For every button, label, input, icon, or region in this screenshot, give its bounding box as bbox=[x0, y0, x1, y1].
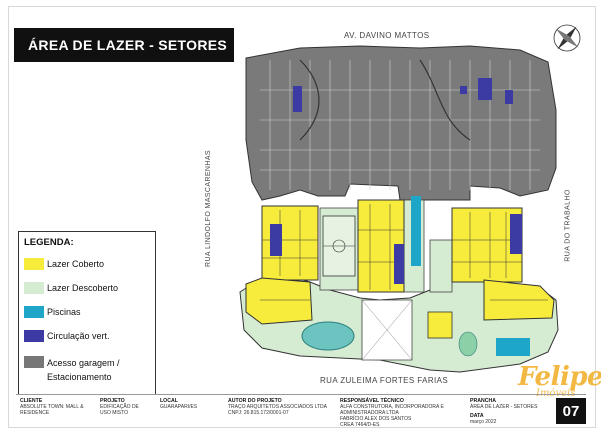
street-right: RUA DO TRABALHO bbox=[564, 189, 572, 262]
legend-item-lazer-coberto: Lazer Coberto bbox=[24, 258, 104, 270]
circulation-block bbox=[478, 78, 492, 100]
tb-prancha: PRANCHA ÁREA DE LAZER - SETORES DATA mar… bbox=[470, 398, 538, 425]
legend-swatch bbox=[24, 258, 44, 270]
legend-item-circulacao: Circulação vert. bbox=[24, 330, 110, 342]
legend-label: Piscinas bbox=[47, 307, 81, 317]
circulation-block bbox=[270, 224, 282, 256]
legend-swatch bbox=[24, 306, 44, 318]
street-bottom: RUA ZULEIMA FORTES FARIAS bbox=[320, 376, 449, 385]
circulation-block bbox=[460, 86, 467, 94]
circulation-block bbox=[293, 86, 302, 112]
lazer-coberto-area bbox=[427, 311, 453, 339]
tb-autor: AUTOR DO PROJETO TRAÇO ARQUITETOS ASSOCI… bbox=[228, 398, 328, 416]
legend-label: Circulação vert. bbox=[47, 331, 110, 341]
legend-swatch bbox=[24, 330, 44, 342]
pool bbox=[301, 321, 355, 351]
watermark-logo: Felipe bbox=[518, 362, 601, 392]
circulation-block bbox=[505, 90, 513, 104]
legend-label: Lazer Descoberto bbox=[47, 283, 119, 293]
pool bbox=[496, 338, 530, 356]
circulation-block bbox=[394, 244, 404, 284]
street-left: RUA LINDOLFO MASCARENHAS bbox=[204, 150, 212, 267]
tb-cliente: CLIENTE ABSOLUTE TOWN: MALL & RESIDENCE bbox=[20, 398, 84, 416]
title-block: CLIENTE ABSOLUTE TOWN: MALL & RESIDENCE … bbox=[16, 394, 586, 429]
legend-item-piscinas: Piscinas bbox=[24, 306, 81, 318]
tb-local: LOCAL GUARAPARI/ES bbox=[160, 398, 198, 410]
lazer-coberto-area bbox=[245, 277, 313, 325]
street-top: AV. DAVINO MATTOS bbox=[344, 31, 430, 40]
tb-responsavel: RESPONSÁVEL TÉCNICO ALFA CONSTRUTORA, IN… bbox=[340, 398, 444, 428]
legend-item-garagem: Acesso garagem / Estacionamento bbox=[24, 356, 147, 384]
circulation-block bbox=[510, 214, 522, 254]
pool bbox=[411, 196, 421, 266]
legend-title: LEGENDA: bbox=[24, 237, 74, 248]
pool bbox=[458, 331, 478, 357]
watermark-sub: Imóveis bbox=[536, 388, 576, 399]
garage-area bbox=[245, 45, 557, 201]
legend: LEGENDA: Lazer Coberto Lazer Descoberto … bbox=[18, 231, 156, 395]
compass-icon bbox=[553, 24, 581, 52]
lazer-descoberto-area bbox=[429, 239, 453, 293]
legend-swatch bbox=[24, 282, 44, 294]
page-title: ÁREA DE LAZER - SETORES bbox=[14, 28, 234, 62]
legend-item-lazer-descoberto: Lazer Descoberto bbox=[24, 282, 118, 294]
parking-grid bbox=[260, 60, 540, 190]
legend-label: Lazer Coberto bbox=[47, 259, 105, 269]
tb-projeto: PROJETO EDIFICAÇÃO DE USO MISTO bbox=[100, 398, 139, 416]
legend-swatch bbox=[24, 356, 44, 368]
legend-label: Acesso garagem / Estacionamento bbox=[47, 358, 120, 382]
sheet-number: 07 bbox=[556, 398, 586, 424]
